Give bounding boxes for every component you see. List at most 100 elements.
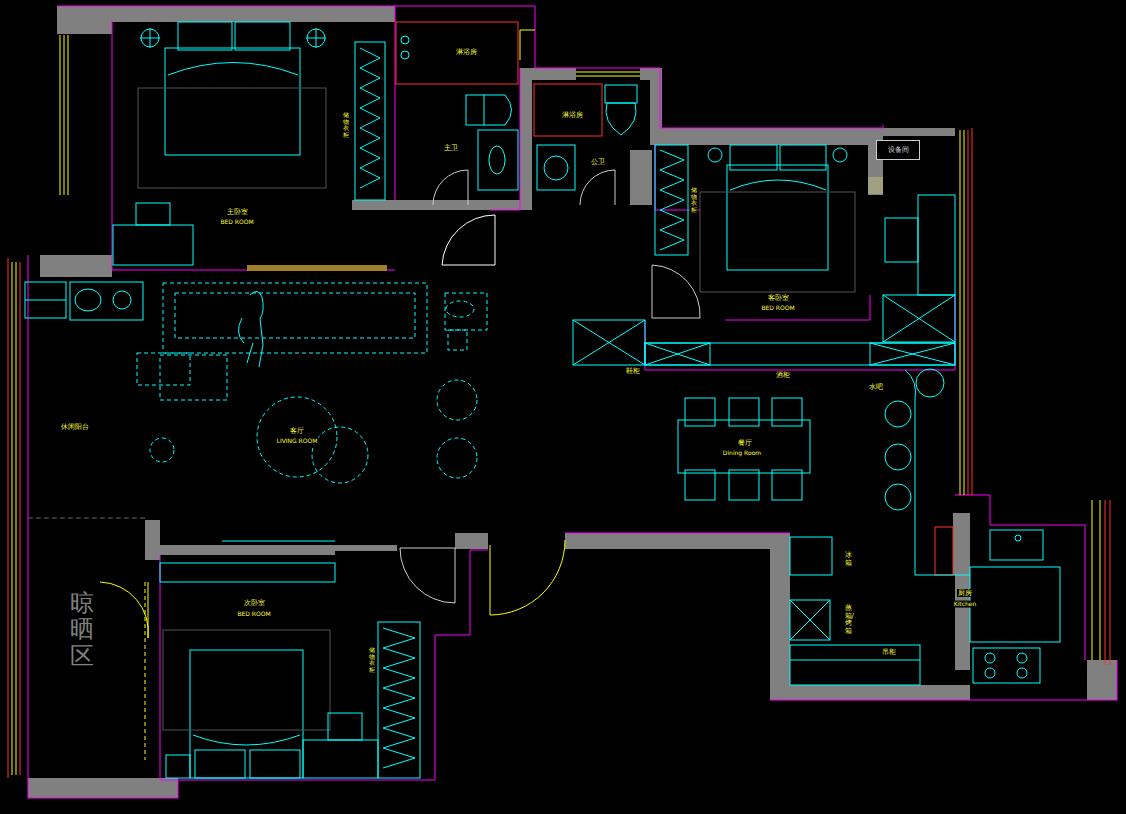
- plan-line: [870, 343, 955, 365]
- plan-rect: [685, 470, 715, 500]
- plan-path: [168, 63, 298, 76]
- wall-outline: [28, 6, 1117, 798]
- plan-polyline: [955, 495, 1085, 660]
- plan-rect: [178, 22, 232, 50]
- plan-rect: [883, 128, 955, 136]
- plan-line: [645, 343, 710, 365]
- plan-line: [64, 35, 65, 195]
- plan-path: [238, 291, 263, 367]
- room-label: 酒柜: [775, 371, 791, 379]
- plan-rect: [160, 563, 335, 582]
- plan-rect: [355, 42, 385, 200]
- plan-rect: [394, 200, 520, 210]
- plan-polyline: [395, 6, 396, 200]
- room-label: BED ROOM: [219, 219, 254, 226]
- plan-circle: [885, 444, 911, 470]
- plan-rect: [955, 570, 970, 670]
- plan-rect: [160, 355, 227, 400]
- plan-line: [25, 300, 66, 301]
- plan-line: [964, 130, 965, 495]
- plan-rect: [445, 293, 487, 330]
- plan-polyline: [383, 628, 415, 768]
- plan-rect: [772, 398, 802, 426]
- plan-polyline: [770, 660, 1117, 700]
- plan-line: [870, 343, 955, 365]
- plan-path: [490, 540, 565, 615]
- plan-rect: [790, 600, 830, 640]
- plan-rect: [790, 537, 832, 575]
- plan-line: [1092, 500, 1093, 660]
- plan-polyline: [725, 295, 870, 320]
- walls: [28, 6, 1117, 798]
- plan-path: [730, 180, 826, 190]
- plan-line: [520, 30, 535, 31]
- wardrobe-hangers: [360, 48, 684, 768]
- plan-line: [883, 295, 955, 342]
- plan-rect: [918, 195, 955, 295]
- plan-line: [150, 28, 151, 48]
- plan-line: [972, 128, 973, 495]
- room-label: 鞋柜: [625, 367, 641, 375]
- plan-rect: [235, 22, 290, 50]
- furniture: [25, 22, 1060, 778]
- plan-line: [16, 262, 17, 775]
- plan-path: [442, 215, 495, 265]
- doors: [100, 170, 700, 638]
- plan-rect: [165, 48, 300, 155]
- plan-ellipse: [75, 289, 101, 311]
- plan-rect: [935, 527, 953, 575]
- plan-rect: [700, 192, 855, 292]
- plan-rect: [537, 145, 575, 190]
- plan-circle: [1017, 668, 1027, 678]
- plan-circle: [401, 36, 409, 44]
- plan-ellipse: [489, 146, 505, 174]
- plan-line: [316, 28, 317, 48]
- plan-polyline: [360, 48, 380, 188]
- plan-rect: [655, 128, 883, 145]
- plan-rect: [175, 293, 415, 338]
- plan-rect: [534, 84, 602, 136]
- plan-rect: [145, 520, 160, 560]
- plan-path: [484, 95, 512, 125]
- plan-rect: [645, 343, 710, 365]
- plan-rect: [868, 177, 883, 194]
- plan-rect: [780, 145, 826, 170]
- plan-circle: [437, 438, 477, 478]
- plan-circle: [708, 148, 722, 162]
- plan-polyline: [490, 68, 520, 210]
- plan-line: [968, 130, 969, 495]
- room-label: 主卧室: [226, 208, 249, 216]
- plan-line: [12, 262, 13, 775]
- plan-rect: [772, 470, 802, 500]
- plan-rect: [190, 650, 303, 778]
- plan-circle: [544, 156, 568, 180]
- plan-rect: [328, 713, 362, 740]
- room-label: 厨房: [957, 589, 973, 597]
- plan-circle: [985, 668, 995, 678]
- plan-line: [573, 320, 645, 365]
- plan-rect: [790, 645, 920, 685]
- plan-rect: [28, 778, 178, 798]
- plan-circle: [312, 427, 368, 483]
- plan-path: [100, 582, 148, 638]
- plan-rect: [136, 203, 170, 225]
- plan-rect: [729, 398, 759, 426]
- plan-ellipse: [446, 301, 474, 317]
- room-label: Dining Room: [722, 450, 762, 457]
- plan-rect: [166, 755, 190, 778]
- plan-line: [25, 518, 145, 519]
- plan-rect: [520, 68, 532, 210]
- plan-rect: [57, 6, 112, 34]
- plan-rect: [770, 685, 970, 700]
- room-label: 次卧室: [243, 599, 266, 607]
- plan-circle: [885, 401, 911, 427]
- room-box: 设备间: [876, 140, 920, 160]
- plan-g: [137, 283, 487, 483]
- plan-line: [8, 258, 9, 778]
- plan-line: [960, 130, 961, 495]
- room-label: 客卧室: [767, 294, 790, 302]
- plan-rect: [883, 295, 955, 342]
- room-label: LIVING ROOM: [276, 438, 319, 445]
- plan-rect: [70, 282, 143, 320]
- plan-rect: [455, 533, 488, 549]
